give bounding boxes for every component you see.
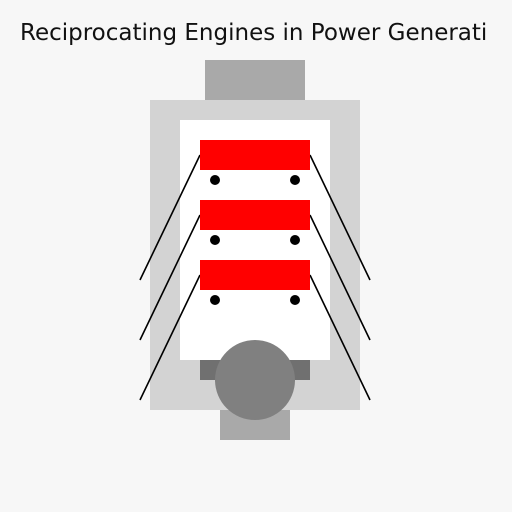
piston-pin-3-left: [210, 295, 220, 305]
diagram-title: Reciprocating Engines in Power Generati: [20, 20, 487, 46]
piston-3: [200, 260, 310, 290]
right-rod-1: [309, 154, 371, 281]
piston-pin-1-left: [210, 175, 220, 185]
piston-2: [200, 200, 310, 230]
piston-pin-1-right: [290, 175, 300, 185]
left-rod-3: [139, 274, 201, 401]
left-rod-1: [139, 154, 201, 281]
cylinder-head: [205, 60, 305, 100]
piston-pin-2-right: [290, 235, 300, 245]
piston-1: [200, 140, 310, 170]
right-rod-2: [309, 214, 371, 341]
piston-pin-2-left: [210, 235, 220, 245]
right-rod-3: [309, 274, 371, 401]
crankshaft-disc: [215, 340, 295, 420]
left-rod-2: [139, 214, 201, 341]
piston-pin-3-right: [290, 295, 300, 305]
